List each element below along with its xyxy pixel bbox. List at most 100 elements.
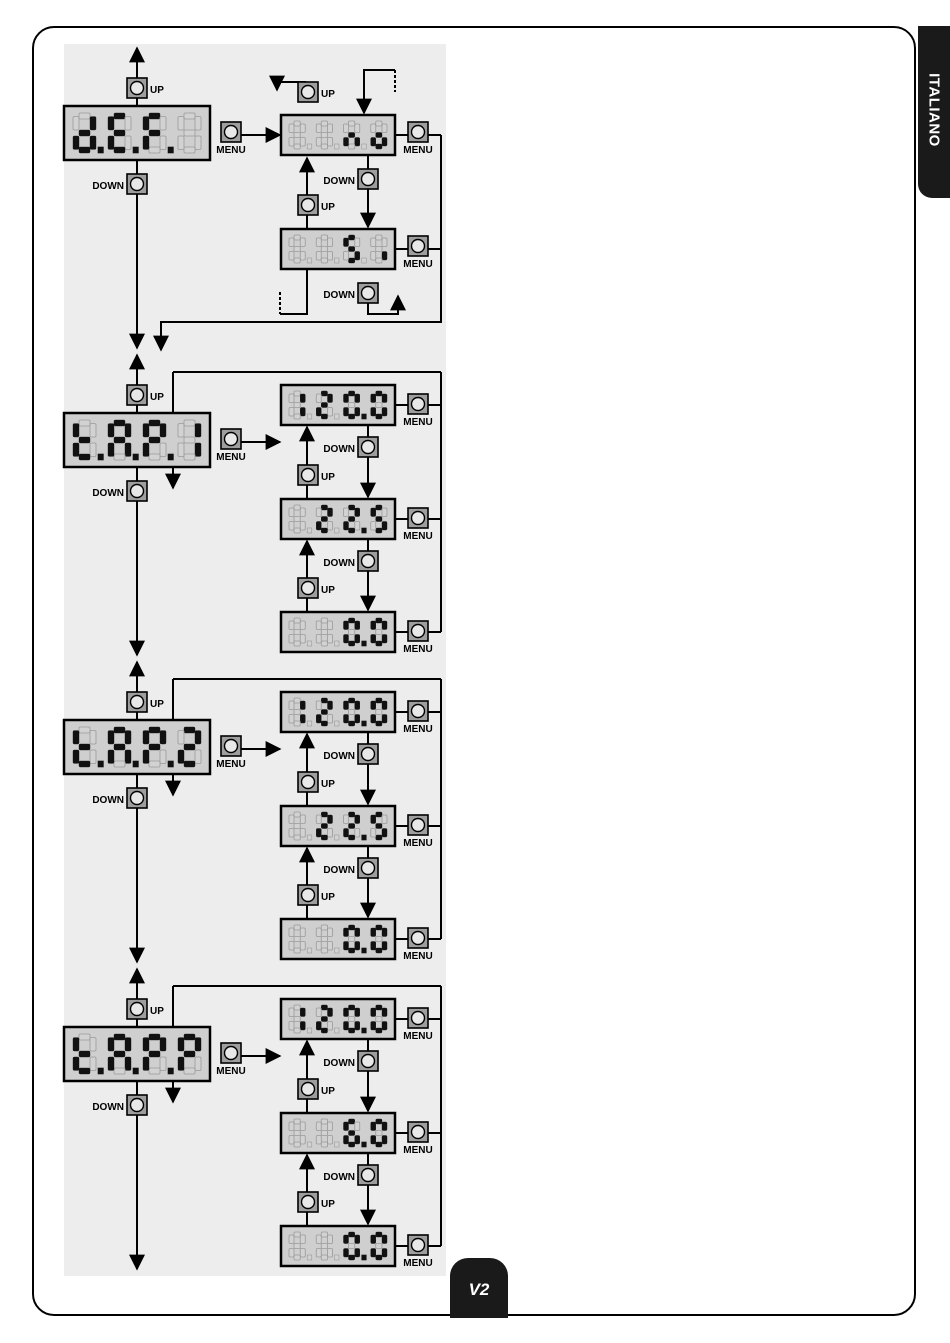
menu-confirm-button-knob[interactable] bbox=[412, 705, 425, 718]
segment bbox=[321, 618, 327, 623]
segment bbox=[316, 124, 321, 133]
segment bbox=[300, 408, 305, 417]
up-button-knob[interactable] bbox=[131, 1003, 144, 1016]
inner-up-button-knob[interactable] bbox=[302, 582, 315, 595]
menu-confirm-button-knob[interactable] bbox=[412, 625, 425, 638]
inner-down-button-knob[interactable] bbox=[362, 173, 375, 186]
decimal-point bbox=[362, 1142, 367, 1147]
decimal-point bbox=[335, 1255, 340, 1260]
segment bbox=[125, 731, 131, 744]
decimal-point bbox=[335, 1142, 340, 1147]
segment bbox=[371, 508, 376, 517]
menu-button-knob[interactable] bbox=[225, 433, 238, 446]
menu-confirm-button-knob[interactable] bbox=[412, 240, 425, 253]
segment bbox=[73, 1038, 79, 1051]
segment bbox=[382, 508, 387, 517]
menu-confirm-button-knob[interactable] bbox=[412, 398, 425, 411]
segment bbox=[355, 942, 360, 951]
up-button-knob[interactable] bbox=[131, 82, 144, 95]
menu-button-knob[interactable] bbox=[225, 126, 238, 139]
segment bbox=[160, 443, 166, 456]
segment bbox=[321, 517, 327, 522]
segment bbox=[344, 394, 349, 403]
inner-up-button-knob[interactable] bbox=[302, 1083, 315, 1096]
segment bbox=[79, 437, 90, 443]
up-button-knob[interactable] bbox=[131, 696, 144, 709]
segment bbox=[184, 113, 195, 119]
segment bbox=[382, 1122, 387, 1131]
segment bbox=[328, 928, 333, 937]
segment bbox=[316, 238, 321, 247]
decimal-point bbox=[307, 948, 312, 953]
segment bbox=[143, 1038, 149, 1051]
segment bbox=[382, 621, 387, 630]
inner-down-button-knob[interactable] bbox=[362, 555, 375, 568]
down-button-knob[interactable] bbox=[131, 178, 144, 191]
segment bbox=[371, 715, 376, 724]
segment bbox=[321, 630, 327, 635]
segment bbox=[355, 238, 360, 247]
up-button-knob[interactable] bbox=[131, 389, 144, 402]
segment bbox=[289, 238, 294, 247]
menu-confirm-button-knob[interactable] bbox=[412, 819, 425, 832]
segment bbox=[349, 1028, 355, 1033]
inner-up-button-knob[interactable] bbox=[302, 199, 315, 212]
bottom-down-button-knob[interactable] bbox=[362, 287, 375, 300]
down-button-knob[interactable] bbox=[131, 1099, 144, 1112]
down-button-knob[interactable] bbox=[131, 792, 144, 805]
menu-confirm-button-knob[interactable] bbox=[412, 932, 425, 945]
inner-down-button-knob[interactable] bbox=[362, 748, 375, 761]
menu-confirm-button-knob[interactable] bbox=[412, 1012, 425, 1025]
segment bbox=[376, 391, 382, 396]
segment bbox=[300, 394, 305, 403]
segment bbox=[294, 812, 300, 817]
segment bbox=[344, 621, 349, 630]
decimal-point bbox=[98, 761, 103, 767]
segment bbox=[376, 144, 382, 149]
menu-confirm-button-knob[interactable] bbox=[412, 126, 425, 139]
menu-confirm-button-knob[interactable] bbox=[412, 512, 425, 525]
segment bbox=[376, 710, 382, 715]
segment bbox=[349, 641, 355, 646]
inner-up-button-knob[interactable] bbox=[302, 889, 315, 902]
decimal-point bbox=[168, 1068, 173, 1074]
segment bbox=[149, 761, 160, 767]
inner-up-button-knob[interactable] bbox=[302, 776, 315, 789]
inner-up-button-knob[interactable] bbox=[302, 1196, 315, 1209]
segment bbox=[344, 1136, 349, 1145]
segment bbox=[349, 247, 355, 252]
menu-button-knob[interactable] bbox=[225, 740, 238, 753]
segment bbox=[349, 235, 355, 240]
segment bbox=[371, 238, 376, 247]
segment bbox=[321, 1142, 327, 1147]
segment bbox=[321, 937, 327, 942]
segment bbox=[371, 635, 376, 644]
segment bbox=[349, 835, 355, 840]
inner-down-button-knob[interactable] bbox=[362, 1169, 375, 1182]
segment bbox=[376, 1244, 382, 1249]
decimal-point bbox=[98, 454, 103, 460]
menu-confirm-button-knob[interactable] bbox=[412, 1126, 425, 1139]
segment bbox=[294, 948, 300, 953]
inner-down-button-knob[interactable] bbox=[362, 1055, 375, 1068]
segment bbox=[371, 124, 376, 133]
inner-up-button-knob[interactable] bbox=[302, 469, 315, 482]
menu-button-knob[interactable] bbox=[225, 1047, 238, 1060]
menu-confirm-button-knob[interactable] bbox=[412, 1239, 425, 1252]
down-button-knob[interactable] bbox=[131, 485, 144, 498]
segment bbox=[344, 522, 349, 531]
segment bbox=[355, 829, 360, 838]
menu-button-label: MENU bbox=[216, 145, 245, 156]
segment bbox=[294, 824, 300, 829]
segment bbox=[316, 621, 321, 630]
segment bbox=[178, 750, 184, 763]
segment bbox=[294, 630, 300, 635]
wrap-up-button-knob[interactable] bbox=[302, 86, 315, 99]
segment bbox=[349, 1005, 355, 1010]
inner-down-button-knob[interactable] bbox=[362, 862, 375, 875]
decimal-point bbox=[335, 258, 340, 263]
segment bbox=[149, 420, 160, 426]
inner-down-button-knob[interactable] bbox=[362, 441, 375, 454]
decimal-point bbox=[335, 641, 340, 646]
segment bbox=[294, 1255, 300, 1260]
